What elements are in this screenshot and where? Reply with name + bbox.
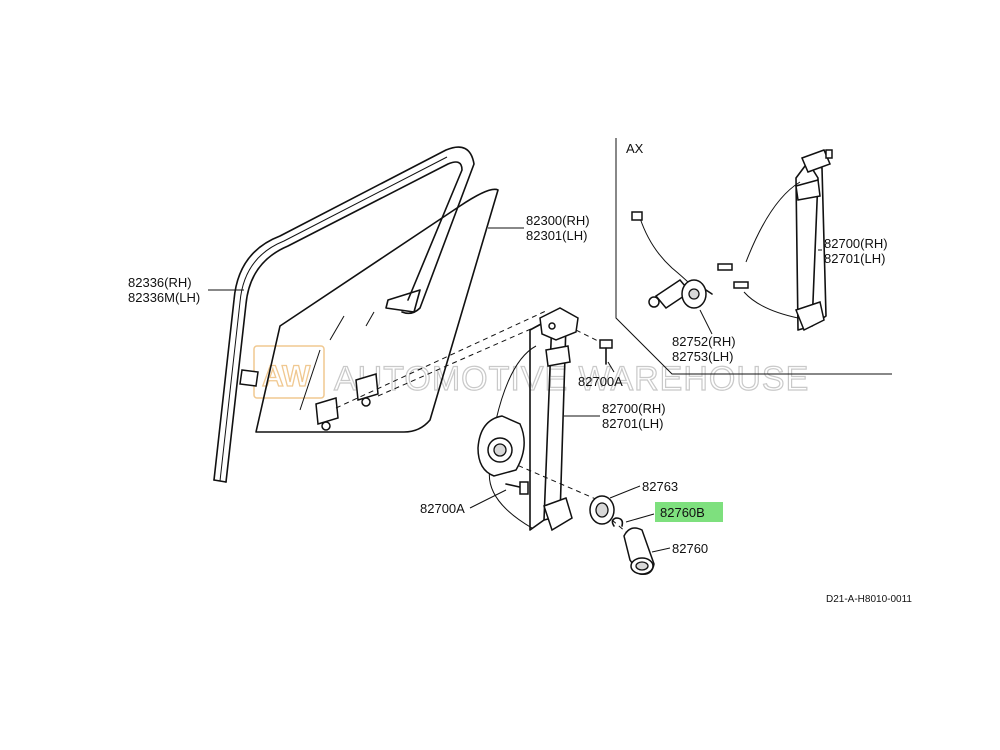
motor-tab [705, 289, 713, 295]
watermark-logo: AW [262, 360, 311, 393]
glass-outline [255, 188, 499, 433]
bolt-upper [599, 339, 613, 365]
clip-shape [611, 517, 624, 527]
label-inset-regulator-lh: 82701(LH) [824, 251, 885, 266]
label-motor-lh: 82753(LH) [672, 349, 733, 364]
regulator-cable-lower [488, 467, 533, 529]
motor-end [648, 296, 660, 308]
label-handle: 82760 [672, 541, 708, 556]
glass-bracket-front [315, 397, 339, 425]
dash-bracket-front [335, 309, 549, 409]
motor-connector [631, 211, 643, 221]
regulator-handle [623, 527, 655, 576]
watermark-text: AUTOMOTIVE WAREHOUSE [334, 360, 809, 398]
glass-glare-1 [299, 349, 321, 411]
leader-motor [699, 309, 713, 335]
bolt-lower [505, 481, 529, 495]
glass-run-channel [213, 146, 475, 483]
inset-cable-end-a [717, 263, 733, 271]
regulator-bottom-bracket [543, 497, 573, 532]
leader-clip [625, 513, 655, 523]
bolt-lower-head [519, 481, 529, 495]
label-glass-lh: 82301(LH) [526, 228, 587, 243]
regulator-drum-hub [493, 443, 507, 457]
inset-power-regulator [717, 149, 833, 332]
label-motor-rh: 82752(RH) [672, 334, 736, 349]
channel-clip [239, 369, 259, 387]
label-bolt-lower: 82700A [420, 501, 465, 516]
inset-slider [795, 179, 821, 201]
glass-bracket-rear-bolt [361, 397, 371, 407]
regulator-top-bracket [539, 307, 579, 341]
inset-frame: AX [615, 138, 892, 375]
glass-bracket-front-bolt [321, 421, 331, 431]
channel-end [213, 479, 227, 483]
inset-motor [631, 211, 713, 309]
inset-top-bracket [800, 149, 832, 173]
escutcheon-inner [595, 502, 609, 518]
inset-label: AX [626, 141, 644, 156]
inset-top-tab [825, 149, 833, 159]
inset-cable-b [743, 291, 799, 319]
label-inset-regulator-rh: 82700(RH) [824, 236, 888, 251]
channel-inner [225, 161, 463, 483]
leader-handle [651, 547, 671, 553]
door-glass [255, 188, 499, 433]
dash-clip [611, 519, 627, 533]
label-channel-lh: 82336M(LH) [128, 290, 200, 305]
glass-glare-2 [329, 315, 345, 341]
inset-bottom-bracket [795, 301, 825, 332]
channel-rib [219, 156, 448, 482]
diagram-code: D21-A-H8010-0011 [826, 594, 912, 605]
escutcheon [589, 495, 615, 525]
leader-bolt-lower [469, 489, 507, 509]
highlight-82760b [655, 502, 723, 522]
label-clip: 82760B [660, 505, 705, 520]
label-glass-rh: 82300(RH) [526, 213, 590, 228]
label-regulator-lh: 82701(LH) [602, 416, 663, 431]
handle-knob-cap [635, 561, 649, 571]
label-channel-rh: 82336(RH) [128, 275, 192, 290]
label-bolt-upper: 82700A [578, 374, 623, 389]
leader-escutcheon [609, 485, 641, 499]
handle-clip [611, 517, 624, 527]
label-escutcheon: 82763 [642, 479, 678, 494]
regulator-top-hole [548, 322, 556, 330]
regulator-cable-upper [495, 345, 537, 421]
leader-bolt-upper [607, 361, 615, 373]
inset-border [615, 138, 892, 375]
channel-outer [213, 146, 475, 481]
motor-wire [639, 217, 691, 285]
inset-cable-end-b [733, 281, 749, 289]
dash-bolt-upper [567, 325, 605, 345]
label-regulator-rh: 82700(RH) [602, 401, 666, 416]
glass-glare-3 [365, 311, 375, 327]
window-regulator [477, 307, 579, 532]
channel-lower-end [385, 289, 421, 313]
bolt-upper-head [599, 339, 613, 349]
inset-cable-a [745, 181, 801, 263]
regulator-slider [545, 345, 571, 367]
glass-bracket-rear [355, 373, 379, 401]
watermark: AW AUTOMOTIVE WAREHOUSE [253, 345, 809, 399]
motor-gear [688, 288, 700, 300]
